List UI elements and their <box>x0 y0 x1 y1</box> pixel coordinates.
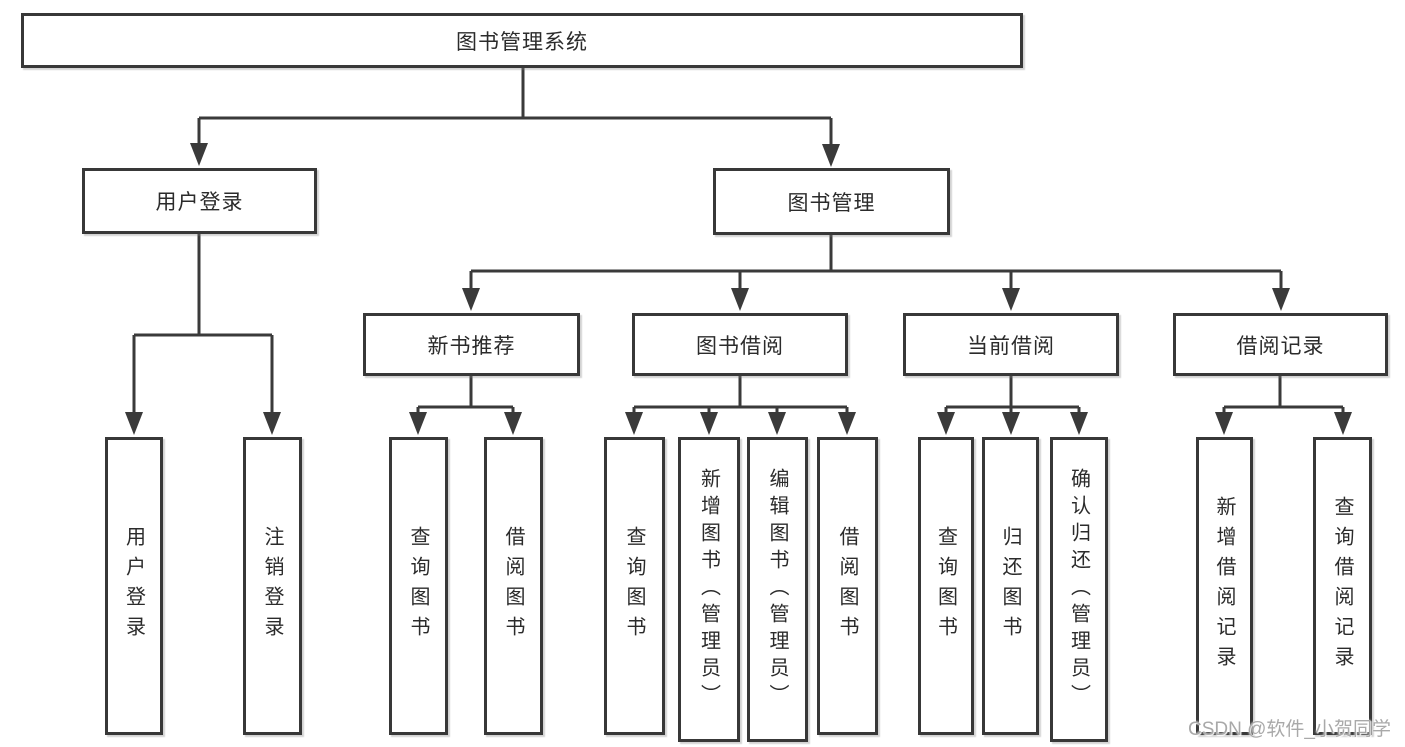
node-book-management: 图书管理 <box>713 168 950 235</box>
leaf-borrow-query-books-label: 查询图书 <box>623 526 645 646</box>
arrowhead <box>263 412 281 435</box>
node-book-borrow-label: 图书借阅 <box>696 334 784 358</box>
arrowhead <box>409 412 427 435</box>
leaf-current-confirm-return-admin: 确认归还（管理员） <box>1050 437 1108 742</box>
arrowhead <box>190 143 208 166</box>
arrowhead <box>1272 288 1290 311</box>
leaf-current-query-books-label: 查询图书 <box>934 526 957 646</box>
node-borrow-records: 借阅记录 <box>1173 313 1388 376</box>
arrowhead <box>504 412 522 435</box>
watermark: CSDN @软件_小贺同学 <box>1188 719 1391 740</box>
node-current-borrow-label: 当前借阅 <box>967 334 1055 358</box>
leaf-borrow-edit-books-admin: 编辑图书（管理员） <box>747 437 808 742</box>
leaf-user-login-label: 用户登录 <box>122 526 145 646</box>
leaf-current-return-books: 归还图书 <box>982 437 1039 735</box>
node-root: 图书管理系统 <box>21 13 1023 68</box>
node-book-borrow: 图书借阅 <box>632 313 848 376</box>
leaf-current-confirm-return-admin-label: 确认归还（管理员） <box>1067 468 1090 711</box>
arrowhead <box>937 412 955 435</box>
node-borrow-records-label: 借阅记录 <box>1236 334 1325 358</box>
leaf-records-add-record: 新增借阅记录 <box>1196 437 1253 735</box>
connector-borrow-records <box>1222 376 1345 414</box>
node-root-label: 图书管理系统 <box>456 30 588 54</box>
leaf-newbook-query-books: 查询图书 <box>389 437 448 735</box>
arrowhead <box>1215 412 1233 435</box>
node-new-book-recommend: 新书推荐 <box>363 313 580 376</box>
arrowhead <box>700 412 718 435</box>
node-new-book-recommend-label: 新书推荐 <box>427 334 516 358</box>
arrowhead <box>1002 412 1020 435</box>
node-book-management-label: 图书管理 <box>787 191 876 215</box>
arrowhead <box>768 412 786 435</box>
connector-current-borrow <box>944 376 1081 414</box>
leaf-records-query-record-label: 查询借阅记录 <box>1331 496 1353 676</box>
leaf-records-add-record-label: 新增借阅记录 <box>1213 496 1235 676</box>
arrowhead <box>1334 412 1352 435</box>
leaf-borrow-borrow-books: 借阅图书 <box>817 437 878 735</box>
leaf-borrow-edit-books-admin-label: 编辑图书（管理员） <box>766 468 788 711</box>
connector-new-book <box>416 376 515 414</box>
arrowhead <box>625 412 643 435</box>
connector-book-management <box>469 235 1283 289</box>
node-user-login-label: 用户登录 <box>155 191 244 214</box>
leaf-records-query-record: 查询借阅记录 <box>1313 437 1372 735</box>
leaf-logout-label: 注销登录 <box>261 526 283 646</box>
arrowhead <box>462 288 480 311</box>
arrowhead <box>822 144 840 167</box>
leaf-newbook-borrow-books-label: 借阅图书 <box>502 526 524 646</box>
connector-root <box>197 68 833 145</box>
leaf-borrow-add-books-admin-label: 新增图书（管理员） <box>697 468 720 711</box>
node-current-borrow: 当前借阅 <box>903 313 1119 376</box>
connector-book-borrow <box>632 376 849 414</box>
leaf-borrow-add-books-admin: 新增图书（管理员） <box>678 437 740 742</box>
arrowhead <box>731 288 749 311</box>
node-user-login: 用户登录 <box>82 168 317 234</box>
arrowhead <box>1002 288 1020 311</box>
arrowhead <box>1070 412 1088 435</box>
leaf-current-return-books-label: 归还图书 <box>999 526 1021 646</box>
leaf-borrow-borrow-books-label: 借阅图书 <box>836 526 858 646</box>
leaf-logout: 注销登录 <box>243 437 302 735</box>
leaf-newbook-query-books-label: 查询图书 <box>407 526 429 646</box>
leaf-user-login: 用户登录 <box>105 437 163 735</box>
connector-user-login <box>132 234 274 413</box>
arrowhead <box>838 412 856 435</box>
leaf-borrow-query-books: 查询图书 <box>604 437 665 735</box>
leaf-current-query-books: 查询图书 <box>918 437 974 735</box>
leaf-newbook-borrow-books: 借阅图书 <box>484 437 543 735</box>
arrowhead <box>125 412 143 435</box>
